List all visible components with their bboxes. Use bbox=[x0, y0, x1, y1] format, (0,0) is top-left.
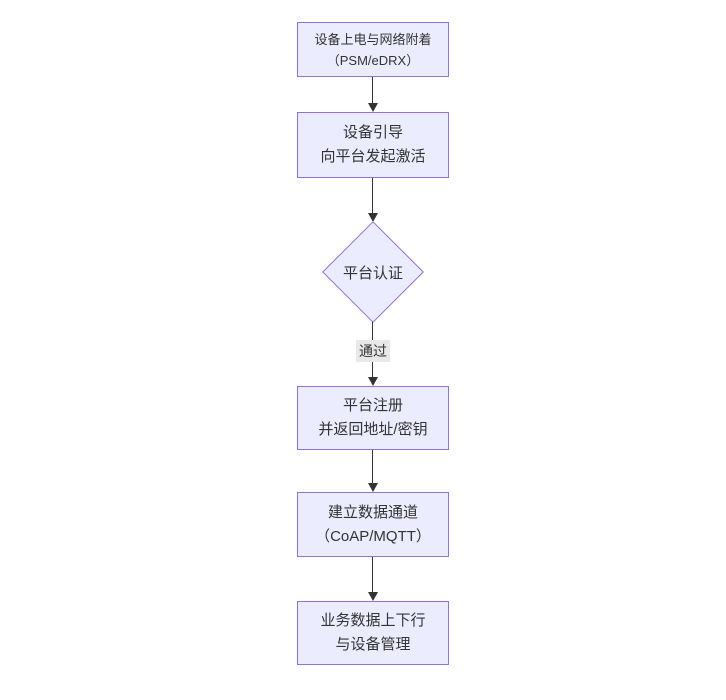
node-bootstrap: 设备引导 向平台发起激活 bbox=[297, 112, 449, 178]
node-data-channel-line1: 建立数据通道 bbox=[327, 503, 418, 521]
edge-channel-to-business-line bbox=[372, 557, 373, 593]
node-register: 平台注册 并返回地址/密钥 bbox=[297, 386, 449, 450]
edge-bootstrap-to-auth-line bbox=[372, 178, 373, 214]
node-bootstrap-line2: 向平台发起激活 bbox=[320, 148, 426, 165]
node-power-attach-line1: 设备上电与网络附着 bbox=[314, 31, 432, 47]
edge-label-pass: 通过 bbox=[356, 340, 390, 362]
arrowhead-down-icon bbox=[368, 483, 378, 492]
edge-power-to-bootstrap-line bbox=[372, 77, 373, 104]
edge-register-to-channel-line bbox=[372, 450, 373, 484]
decision-platform-auth-label: 平台认证 bbox=[342, 264, 403, 282]
node-register-line1: 平台注册 bbox=[342, 397, 403, 414]
arrowhead-down-icon bbox=[368, 103, 378, 112]
decision-platform-auth: 平台认证 bbox=[322, 221, 424, 323]
node-data-channel-line2: （CoAP/MQTT） bbox=[315, 527, 431, 545]
node-power-attach-line2: （PSM/eDRX） bbox=[326, 52, 420, 68]
arrowhead-down-icon bbox=[368, 592, 378, 601]
node-power-attach: 设备上电与网络附着 （PSM/eDRX） bbox=[297, 22, 449, 77]
node-business-data-line1: 业务数据上下行 bbox=[320, 612, 426, 629]
node-bootstrap-line1: 设备引导 bbox=[342, 124, 403, 141]
node-business-data: 业务数据上下行 与设备管理 bbox=[297, 601, 449, 665]
arrowhead-down-icon bbox=[368, 377, 378, 386]
arrowhead-down-icon bbox=[368, 213, 378, 222]
node-data-channel: 建立数据通道 （CoAP/MQTT） bbox=[297, 492, 449, 557]
node-register-line2: 并返回地址/密钥 bbox=[318, 421, 428, 438]
node-business-data-line2: 与设备管理 bbox=[335, 636, 411, 653]
